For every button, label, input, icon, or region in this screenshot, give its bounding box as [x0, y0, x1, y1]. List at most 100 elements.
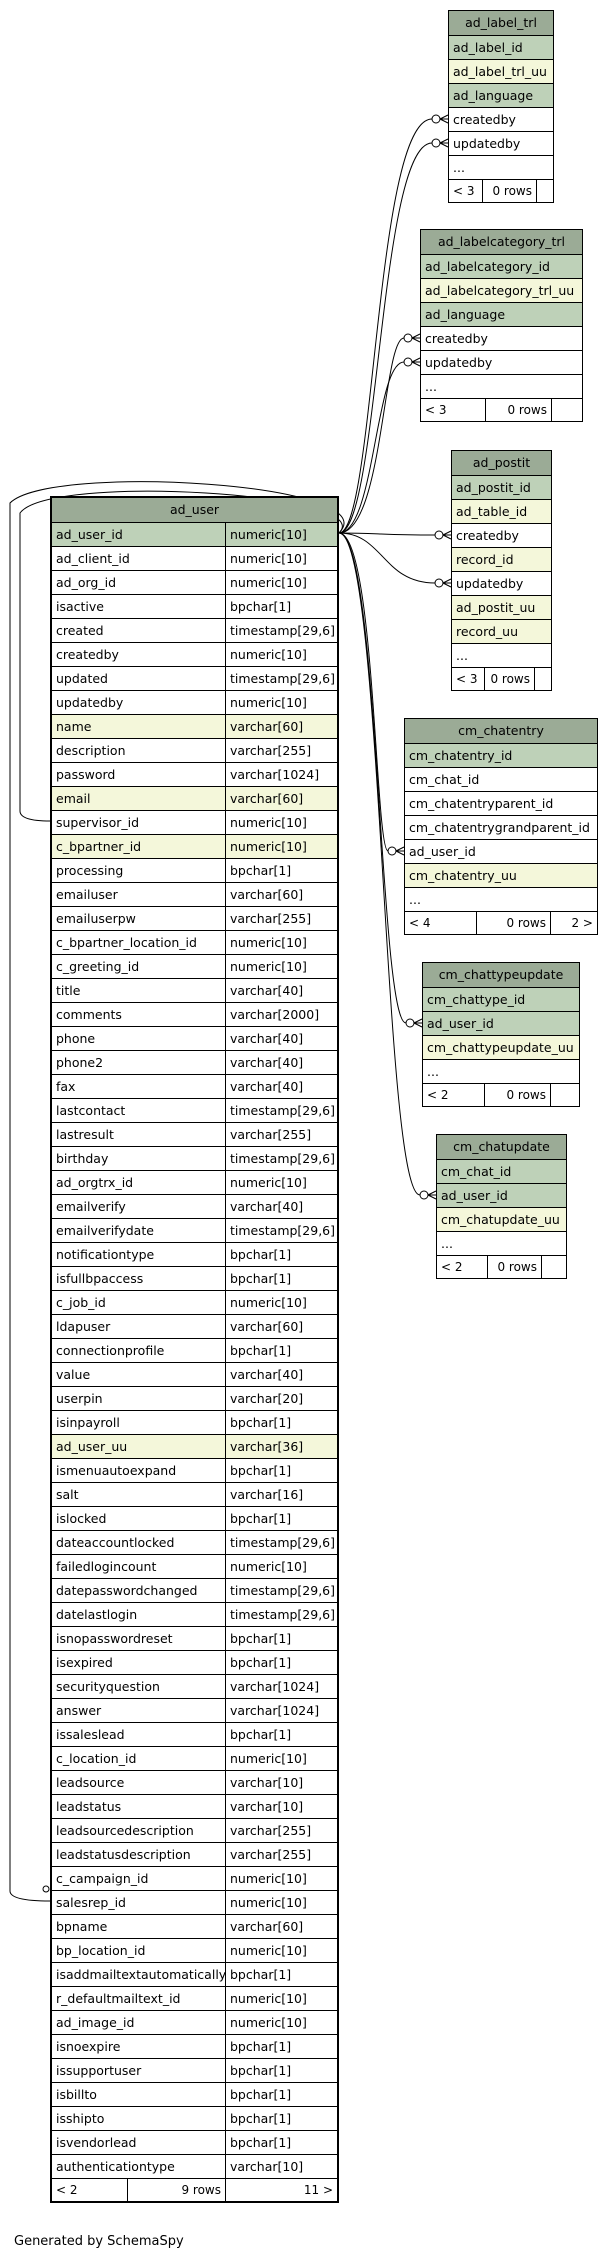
column-name: isshipto: [56, 2111, 105, 2126]
column-name: cm_chatupdate_uu: [441, 1212, 560, 1227]
column-name: name: [56, 719, 92, 734]
column-row: ad_table_id: [452, 500, 551, 524]
column-type: timestamp[29,6]: [225, 1603, 337, 1626]
column-type: bpchar[1]: [225, 1243, 337, 1266]
column-name: ...: [409, 892, 421, 907]
column-name: answer: [56, 1703, 102, 1718]
relationship-line: [338, 532, 451, 536]
column-type: numeric[10]: [225, 931, 337, 954]
column-row: cm_chatupdate_uu: [437, 1208, 566, 1232]
column-type: numeric[10]: [225, 643, 337, 666]
footer-row-count: 9 rows: [128, 2179, 226, 2201]
column-type: varchar[255]: [225, 1123, 337, 1146]
footer-row-count: 0 rows: [485, 1084, 551, 1106]
footer-parents: < 2: [437, 1256, 488, 1278]
column-type: bpchar[1]: [225, 1627, 337, 1650]
column-type: varchar[20]: [225, 1387, 337, 1410]
table-title: cm_chatentry: [405, 719, 597, 744]
column-name: record_uu: [456, 624, 519, 639]
column-name: emailverify: [56, 1199, 126, 1214]
column-type: bpchar[1]: [225, 1411, 337, 1434]
table-ad-labelcategory-trl: ad_labelcategory_trl ad_labelcategory_id…: [420, 229, 583, 422]
column-name: ad_label_trl_uu: [453, 64, 547, 79]
table-title: ad_user: [52, 498, 337, 523]
column-name: c_campaign_id: [56, 1871, 149, 1886]
zero-marker: [42, 1885, 50, 1893]
column-row: ad_postit_uu: [452, 596, 551, 620]
zero-or-many-marker: [387, 846, 405, 856]
column-type: numeric[10]: [225, 1939, 337, 1962]
column-row: ad_language: [449, 84, 553, 108]
column-name: c_job_id: [56, 1295, 106, 1310]
column-name: ad_labelcategory_id: [425, 259, 550, 274]
column-name: datepasswordchanged: [56, 1583, 198, 1598]
zero-or-many-marker: [403, 333, 421, 343]
column-name: c_bpartner_id: [56, 839, 142, 854]
column-type: numeric[10]: [225, 1747, 337, 1770]
column-name: issupportuser: [56, 2063, 142, 2078]
column-name: leadstatusdescription: [56, 1847, 191, 1862]
column-name: cm_chatentrygrandparent_id: [409, 820, 590, 835]
column-type: varchar[60]: [225, 883, 337, 906]
relationship-line: [338, 532, 422, 1024]
column-name: dateaccountlocked: [56, 1535, 175, 1550]
table-footer: < 2 9 rows 11 >: [52, 2179, 337, 2201]
table-footer: < 3 0 rows: [452, 668, 551, 690]
column-name: securityquestion: [56, 1679, 160, 1694]
footer-row-count: 0 rows: [477, 912, 551, 934]
column-name: issaleslead: [56, 1727, 125, 1742]
column-name: title: [56, 983, 81, 998]
table-title: ad_postit: [452, 451, 551, 476]
column-type: varchar[40]: [225, 1027, 337, 1050]
column-name: value: [56, 1367, 91, 1382]
column-row: cm_chattype_id: [423, 988, 579, 1012]
relationship-line: [338, 118, 448, 534]
column-row: record_uu: [452, 620, 551, 644]
footer-row-count: 0 rows: [483, 180, 537, 202]
column-name: supervisor_id: [56, 815, 140, 830]
column-name: notificationtype: [56, 1247, 155, 1262]
column-name: salesrep_id: [56, 1895, 126, 1910]
column-type: varchar[40]: [225, 979, 337, 1002]
column-type: timestamp[29,6]: [225, 667, 337, 690]
column-name: isexpired: [56, 1655, 113, 1670]
generated-by-caption: Generated by SchemaSpy: [14, 2234, 184, 2249]
column-type: varchar[255]: [225, 907, 337, 930]
column-name: isnoexpire: [56, 2039, 121, 2054]
column-type: bpchar[1]: [225, 1459, 337, 1482]
column-row: cm_chat_id: [405, 768, 597, 792]
column-type: numeric[10]: [225, 691, 337, 714]
footer-parents: < 4: [405, 912, 477, 934]
column-row: ...: [405, 888, 597, 912]
column-type: numeric[10]: [225, 1555, 337, 1578]
table-footer: < 2 0 rows: [423, 1084, 579, 1106]
column-row: ad_labelcategory_id: [421, 255, 582, 279]
column-type: varchar[1024]: [225, 1675, 337, 1698]
zero-or-many-marker: [419, 1190, 437, 1200]
column-type: bpchar[1]: [225, 1507, 337, 1530]
zero-or-many-marker: [434, 530, 452, 540]
footer-parents: < 3: [449, 180, 483, 202]
column-type: timestamp[29,6]: [225, 1147, 337, 1170]
